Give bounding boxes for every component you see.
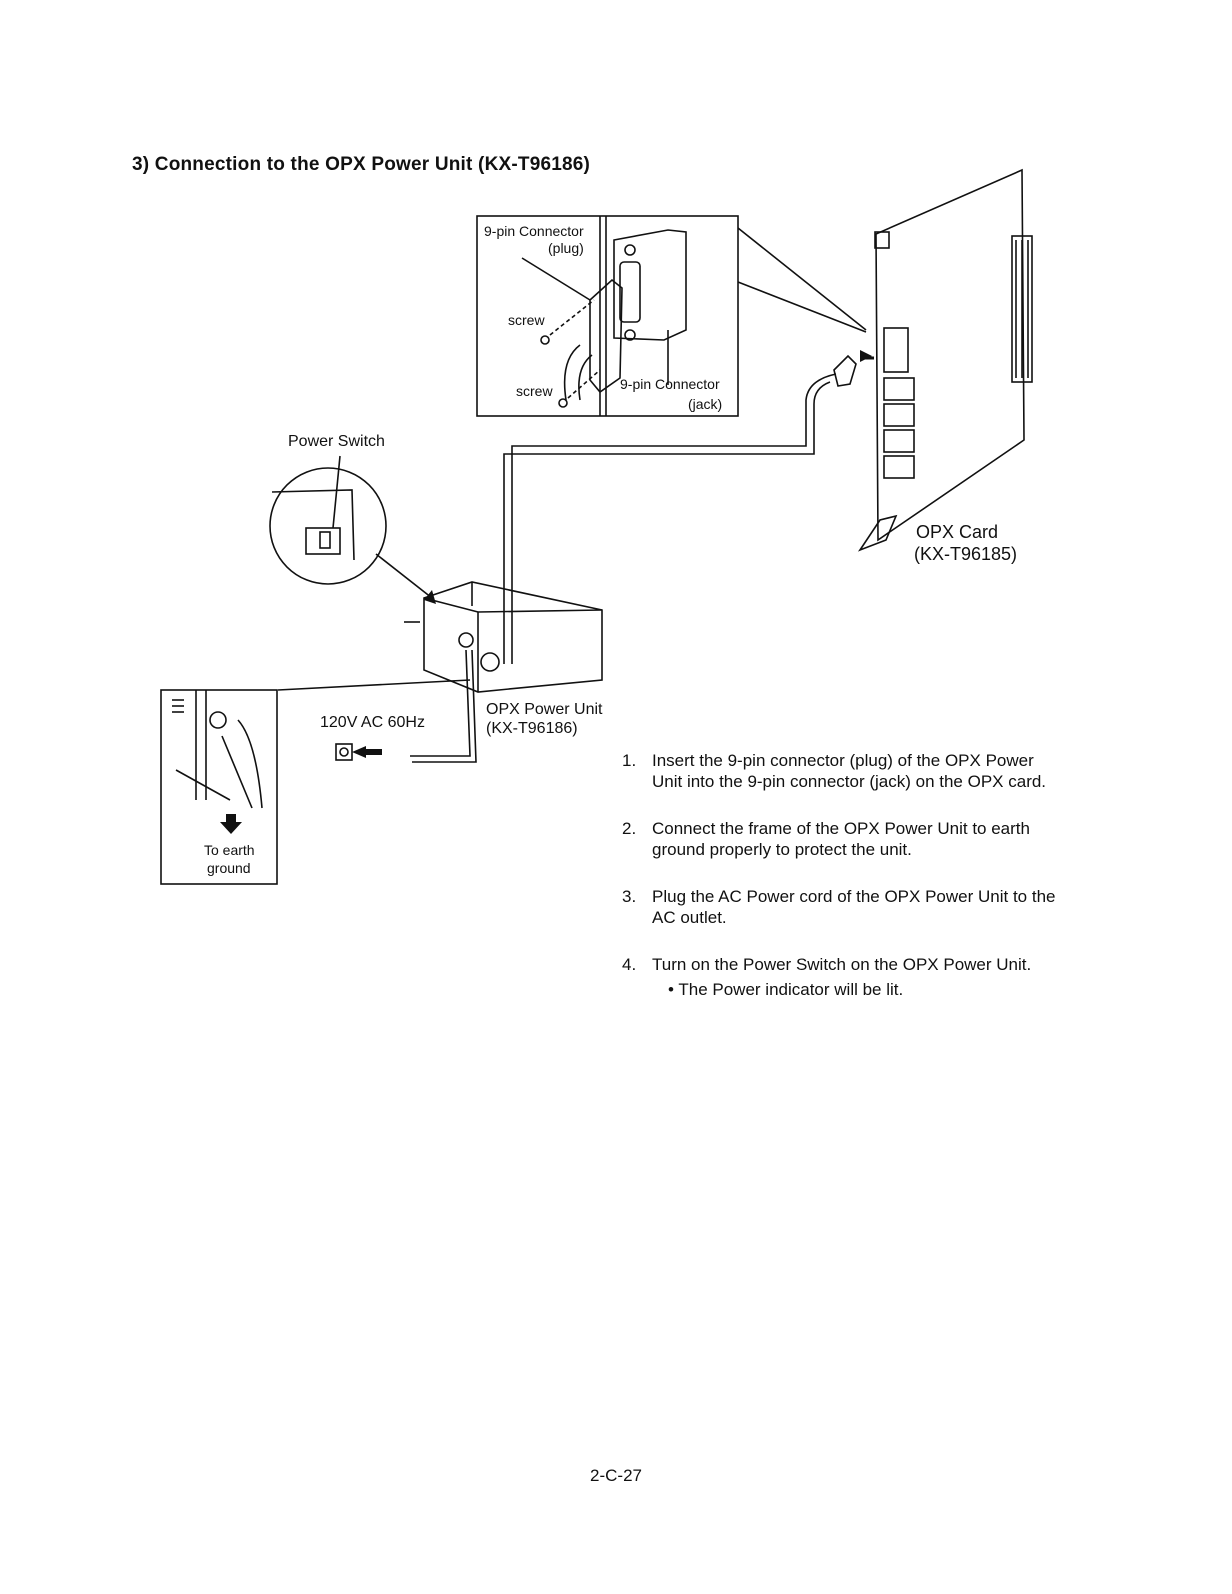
step-text: Insert the 9-pin connector (plug) of the… — [652, 751, 1047, 791]
step-number: 1. — [622, 751, 637, 770]
step-text: Turn on the Power Switch on the OPX Powe… — [652, 955, 1032, 974]
section-heading: 3) Connection to the OPX Power Unit (KX-… — [132, 154, 591, 175]
step-text: Connect the frame of the OPX Power Unit … — [652, 819, 1030, 859]
step-item: 1. Insert the 9-pin connector (plug) of … — [622, 750, 1062, 792]
label-opx-card-1: OPX Card — [916, 522, 999, 542]
label-connector-jack-1: 9-pin Connector — [620, 376, 720, 392]
step-number: 2. — [622, 819, 637, 838]
earth-ground-inset — [160, 689, 278, 885]
label-power-switch: Power Switch — [288, 433, 385, 450]
label-connector-jack-2: (jack) — [688, 396, 723, 412]
signal-cable — [511, 373, 837, 664]
instruction-steps: 1. Insert the 9-pin connector (plug) of … — [622, 750, 1062, 1026]
label-ac-supply: 120V AC 60Hz — [320, 714, 425, 731]
step-item: 3. Plug the AC Power cord of the OPX Pow… — [622, 886, 1062, 928]
power-switch-magnifier — [269, 467, 387, 585]
connector-detail-box — [476, 215, 739, 417]
label-screw-lower: screw — [516, 383, 553, 399]
power-unit-box — [423, 581, 603, 693]
step-bullet: • The Power indicator will be lit. — [668, 980, 904, 999]
label-connector-plug-1: 9-pin Connector — [484, 223, 584, 239]
label-power-unit-1: OPX Power Unit — [486, 701, 603, 718]
label-earth-2: ground — [207, 860, 251, 876]
step-body: Turn on the Power Switch on the OPX Powe… — [652, 954, 1062, 1000]
label-connector-plug-2: (plug) — [548, 240, 584, 256]
label-screw-upper: screw — [508, 312, 545, 328]
step-number: 3. — [622, 887, 637, 906]
page-number: 2-C-27 — [590, 1466, 642, 1485]
step-text: Plug the AC Power cord of the OPX Power … — [652, 887, 1056, 927]
opx-card-outline — [875, 168, 1025, 542]
step-item: 4. Turn on the Power Switch on the OPX P… — [622, 954, 1062, 1000]
label-power-unit-2: (KX-T96186) — [486, 720, 578, 737]
step-number: 4. — [622, 955, 637, 974]
step-item: 2. Connect the frame of the OPX Power Un… — [622, 818, 1062, 860]
label-opx-card-2: (KX-T96185) — [914, 544, 1018, 564]
label-earth-1: To earth — [204, 842, 255, 858]
